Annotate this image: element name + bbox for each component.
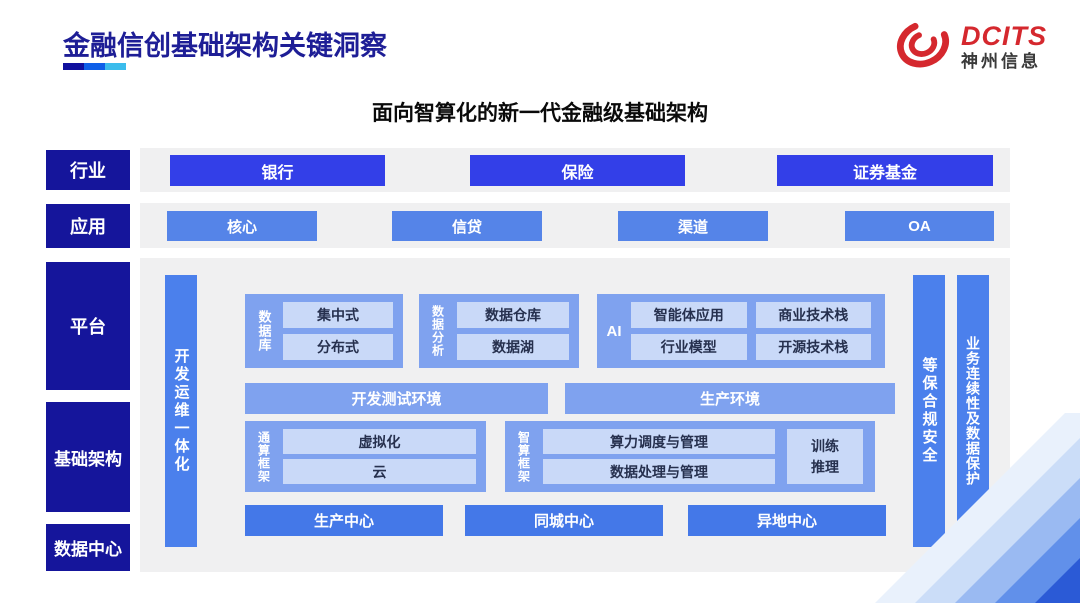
page-title: 金融信创基础架构关键洞察 [63,31,387,61]
intelligent-item-data-processing: 数据处理与管理 [543,459,775,484]
database-group-label: 数据库 [256,310,272,352]
training-inference-box: 训练 推理 [787,429,863,484]
dev-test-env-bar: 开发测试环境 [245,383,548,414]
industry-box-insurance: 保险 [470,155,685,186]
analytics-group: 数据分析 数据仓库 数据湖 [419,294,579,368]
layer-platform: 平台 [46,262,130,390]
analytics-item-lake: 数据湖 [457,334,569,360]
database-item-distributed: 分布式 [283,334,393,360]
title-underline [63,63,126,70]
dcits-logo: DCITS 神州信息 [893,16,1047,77]
center-box-production: 生产中心 [245,505,443,536]
app-box-core: 核心 [167,211,317,241]
industry-box-bank: 银行 [170,155,385,186]
center-box-remote: 异地中心 [688,505,886,536]
analytics-item-warehouse: 数据仓库 [457,302,569,328]
layer-industry: 行业 [46,150,130,190]
app-box-channel: 渠道 [618,211,768,241]
dcits-swirl-icon [893,16,953,77]
ai-group-label: AI [606,322,622,340]
layer-infrastructure: 基础架构 [46,402,130,512]
diagram-title: 面向智算化的新一代金融级基础架构 [372,102,708,125]
layer-datacenter: 数据中心 [46,524,130,571]
app-box-oa: OA [845,211,994,241]
ai-item-industry-model: 行业模型 [631,334,747,360]
intelligent-item-compute-scheduling: 算力调度与管理 [543,429,775,454]
security-bar: 等保合规安全 [913,275,945,547]
database-group: 数据库 集中式 分布式 [245,294,403,368]
ai-item-agent-app: 智能体应用 [631,302,747,328]
app-box-credit: 信贷 [392,211,542,241]
center-box-local: 同城中心 [465,505,663,536]
logo-company-text: 神州信息 [961,52,1041,72]
intelligent-framework-group: 智算框架 算力调度与管理 数据处理与管理 训练 推理 [505,421,875,492]
corner-decoration [850,398,1080,608]
ai-item-opensource-stack: 开源技术栈 [755,334,871,360]
devops-bar: 开发运维一体化 [165,275,197,547]
ai-group: AI 智能体应用 商业技术栈 行业模型 开源技术栈 [597,294,885,368]
general-framework-group: 通算框架 虚拟化 云 [245,421,486,492]
general-framework-label: 通算框架 [256,430,271,483]
analytics-group-label: 数据分析 [430,305,445,357]
ai-item-commercial-stack: 商业技术栈 [755,302,871,328]
industry-box-securities: 证券基金 [777,155,993,186]
general-item-virtualization: 虚拟化 [283,429,476,454]
logo-brand-text: DCITS [961,20,1047,51]
database-item-centralized: 集中式 [283,302,393,328]
general-item-cloud: 云 [283,459,476,484]
prod-env-bar: 生产环境 [565,383,895,414]
layer-application: 应用 [46,204,130,248]
intelligent-framework-label: 智算框架 [516,430,531,483]
